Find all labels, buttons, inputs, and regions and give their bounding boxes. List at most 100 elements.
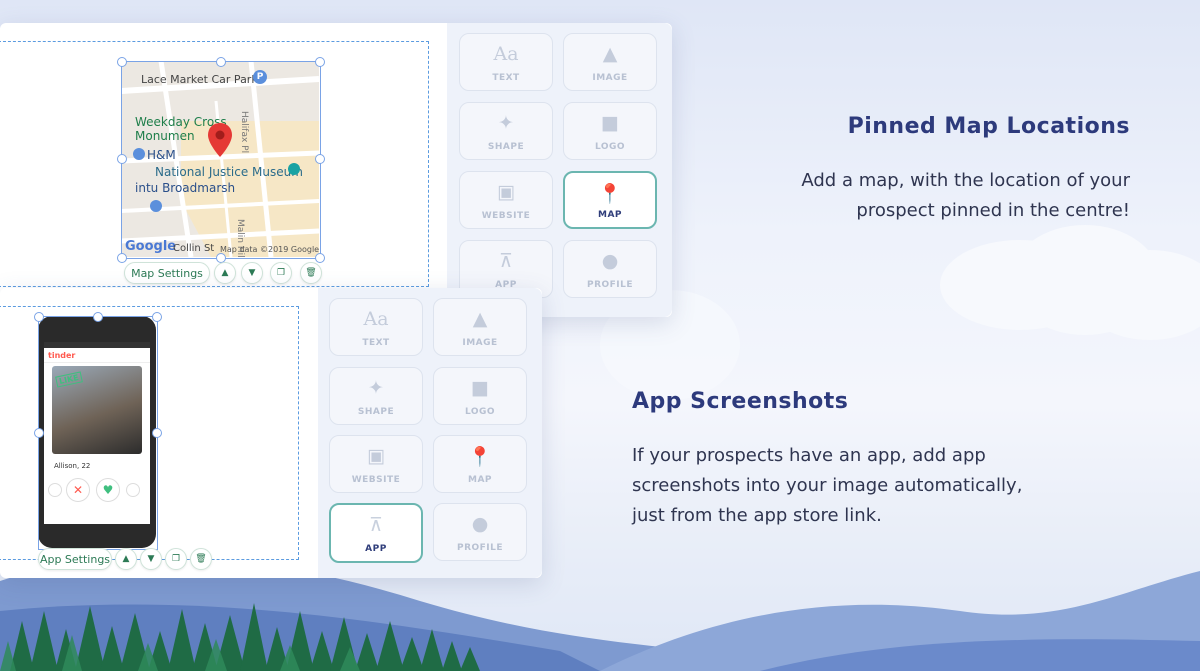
tool-logo[interactable]: ■LOGO (433, 367, 527, 425)
map-editor-panel: Lace Market Car Park P Halifax Pl Weekda… (0, 23, 672, 317)
map-label-weekday-cross: Weekday Cross (135, 115, 227, 129)
parking-icon: P (253, 70, 267, 84)
tool-shape[interactable]: ✦SHAPE (329, 367, 423, 425)
app-editor-panel: tinder LIKE Allison, 22 ✕ ♥ App Settings… (0, 288, 542, 578)
resize-handle[interactable] (152, 428, 162, 438)
tool-map[interactable]: 📍MAP (433, 435, 527, 493)
tool-label: SHAPE (487, 142, 525, 152)
tool-label: IMAGE (462, 338, 498, 348)
phone-screen: tinder LIKE Allison, 22 ✕ ♥ (44, 342, 150, 524)
resize-handle[interactable] (34, 428, 44, 438)
map-label-monument: Monumen (135, 129, 195, 143)
resize-handle[interactable] (93, 312, 103, 322)
tool-label: MAP (597, 210, 623, 220)
map-label-collin: Collin St (173, 243, 215, 254)
app-section-description-line1: If your prospects have an app, add app (632, 445, 986, 466)
profile-photo: LIKE (52, 366, 142, 454)
tool-label: PROFILE (586, 280, 634, 290)
move-up-button[interactable]: ▲ (115, 548, 137, 570)
map-label-google: Google (125, 239, 177, 254)
app-settings-button[interactable]: App Settings (38, 548, 112, 570)
tool-label: WEBSITE (351, 475, 401, 485)
text-icon: Aa (363, 308, 389, 330)
map-pin-icon (208, 123, 232, 161)
canvas-boundary (0, 41, 429, 287)
app-icon: ⊼ (369, 514, 383, 536)
resize-handle[interactable] (315, 154, 325, 164)
tool-label: WEBSITE (481, 211, 531, 221)
map-settings-button[interactable]: Map Settings (124, 262, 210, 284)
tool-label: LOGO (594, 142, 626, 152)
phone-screenshot[interactable]: tinder LIKE Allison, 22 ✕ ♥ (38, 316, 156, 548)
resize-handle[interactable] (315, 253, 325, 263)
resize-handle[interactable] (216, 57, 226, 67)
tool-website[interactable]: ▣ WEBSITE (329, 435, 423, 493)
map-image[interactable]: Lace Market Car Park P Halifax Pl Weekda… (121, 61, 319, 257)
resize-handle[interactable] (34, 312, 44, 322)
resize-handle[interactable] (117, 57, 127, 67)
map-label-broadmarsh: intu Broadmarsh (135, 181, 236, 195)
app-header: tinder (44, 348, 150, 363)
image-icon: ▲ (602, 43, 618, 65)
map-credit: Map data ©2019 Google (220, 245, 319, 254)
map-label-car-park: Lace Market Car Park (141, 73, 258, 86)
tool-label: APP (495, 280, 517, 290)
shop-icon (133, 148, 145, 160)
location-icon (126, 483, 140, 497)
shopping-icon (150, 200, 162, 212)
status-bar (44, 342, 150, 348)
app-name: tinder (48, 350, 76, 360)
tool-app[interactable]: ⊼ APP (329, 503, 423, 563)
resize-handle[interactable] (117, 253, 127, 263)
boost-icon (48, 483, 62, 497)
website-icon: ▣ (367, 445, 385, 467)
app-section-description-line2: screenshots into your image automaticall… (632, 475, 1023, 496)
map-icon: 📍 (598, 182, 622, 205)
duplicate-button[interactable]: ❐ (165, 548, 187, 570)
move-up-button[interactable]: ▲ (214, 262, 236, 284)
museum-icon (288, 163, 300, 175)
map-label-hm: H&M (147, 148, 176, 162)
tool-image[interactable]: ▲ IMAGE (563, 33, 657, 91)
duplicate-button[interactable]: ❐ (270, 262, 292, 284)
selection-box (121, 61, 321, 259)
dislike-button: ✕ (66, 478, 90, 502)
map-section-description-line1: Add a map, with the location of your (801, 170, 1130, 191)
logo-icon: ■ (471, 377, 489, 399)
tool-website[interactable]: ▣ WEBSITE (459, 171, 553, 229)
tool-map[interactable]: 📍 MAP (563, 171, 657, 229)
tool-label: TEXT (492, 73, 520, 83)
tool-profile[interactable]: ●PROFILE (433, 503, 527, 561)
tool-label: TEXT (362, 338, 390, 348)
tool-label: PROFILE (456, 543, 504, 553)
tool-logo[interactable]: ■LOGO (563, 102, 657, 160)
selection-box (38, 316, 158, 550)
forest-illustration (0, 603, 480, 671)
image-icon: ▲ (472, 308, 488, 330)
tool-shape[interactable]: ✦SHAPE (459, 102, 553, 160)
app-section-description-line3: just from the app store link. (632, 505, 882, 526)
move-down-button[interactable]: ▼ (241, 262, 263, 284)
website-icon: ▣ (497, 181, 515, 203)
profile-name: Allison, 22 (54, 462, 91, 470)
delete-button[interactable]: 🗑 (300, 262, 322, 284)
move-down-button[interactable]: ▼ (140, 548, 162, 570)
delete-button[interactable]: 🗑 (190, 548, 212, 570)
tool-label: APP (365, 544, 387, 554)
tool-label: SHAPE (357, 407, 395, 417)
resize-handle[interactable] (117, 154, 127, 164)
tool-label: IMAGE (592, 73, 628, 83)
map-streets-graphic (121, 61, 319, 257)
tool-image[interactable]: ▲ IMAGE (433, 298, 527, 356)
app-section-title: App Screenshots (632, 389, 849, 414)
tool-profile[interactable]: ● PROFILE (563, 240, 657, 298)
resize-handle[interactable] (152, 312, 162, 322)
text-icon: Aa (493, 43, 519, 65)
like-heart-icon: ♥ (96, 478, 120, 502)
resize-handle[interactable] (315, 57, 325, 67)
map-section-description-line2: prospect pinned in the centre! (856, 200, 1130, 221)
profile-icon: ● (601, 250, 619, 272)
